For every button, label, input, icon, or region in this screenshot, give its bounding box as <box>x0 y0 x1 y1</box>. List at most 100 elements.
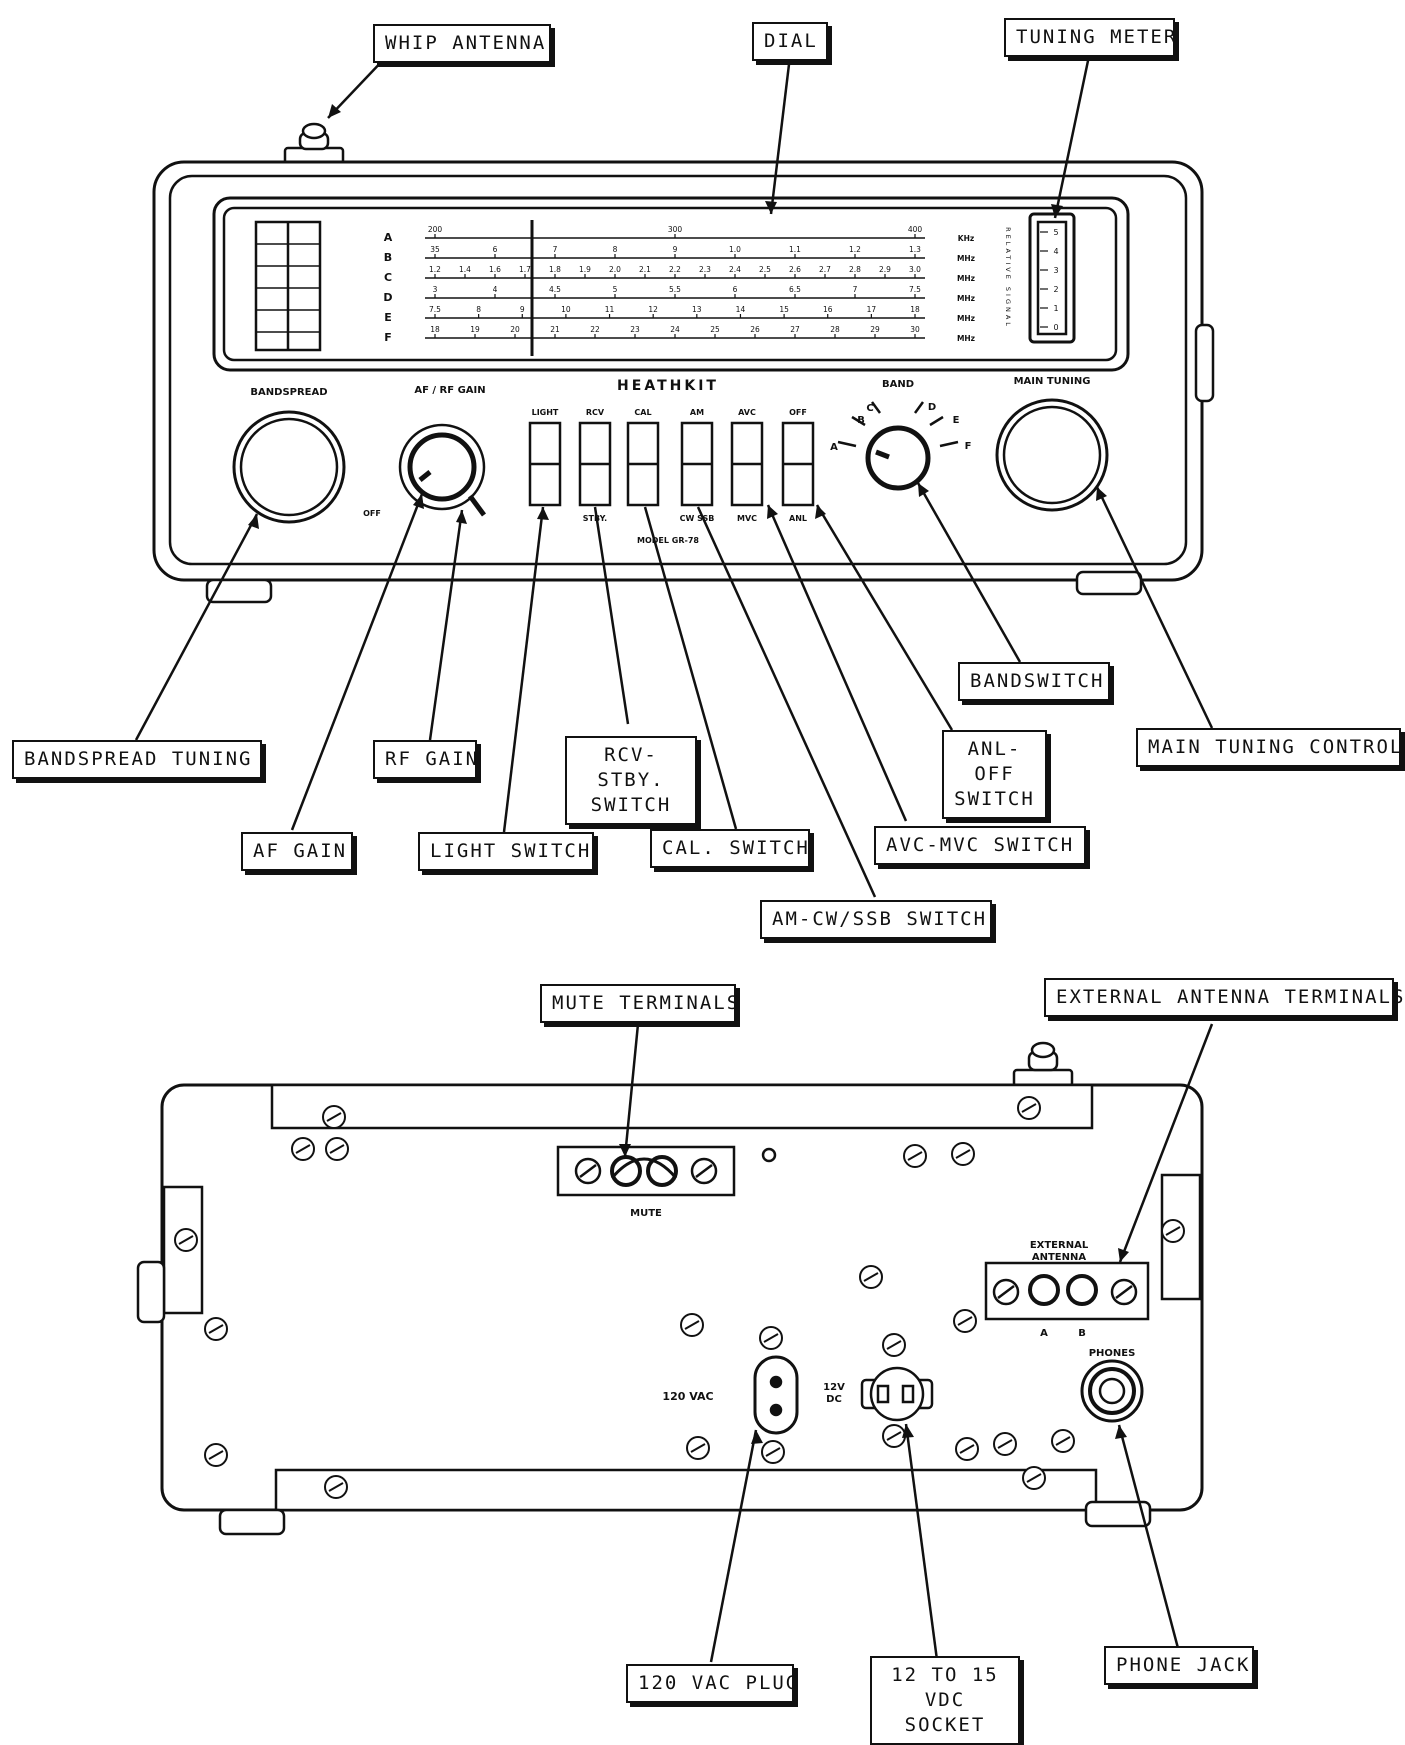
screw-slot <box>763 1333 779 1343</box>
screw-slot <box>886 1431 902 1441</box>
bandspread-knob <box>232 410 346 524</box>
front-arrowheads <box>248 104 1107 529</box>
dial-tick-label: 29 <box>870 325 880 334</box>
dial-tick-label: 15 <box>779 305 789 314</box>
mute-terminal-strip <box>556 1145 777 1197</box>
callout-bandspread-tuning: BANDSPREAD TUNING <box>12 740 262 779</box>
screw-slot <box>1165 1226 1181 1236</box>
dial-tick-label: 6 <box>493 245 498 254</box>
dial-tick-label: 8 <box>613 245 618 254</box>
dial-tick-label: 1.8 <box>549 265 561 274</box>
dial-band-letter: A <box>384 231 393 244</box>
dial-tick-label: 16 <box>823 305 833 314</box>
meter-tick-label: 1 <box>1053 304 1058 313</box>
dial-tick-label: 9 <box>673 245 678 254</box>
screw-slot <box>684 1320 700 1330</box>
meter-tick-label: 5 <box>1053 228 1058 237</box>
switch-label-am: AM <box>690 408 704 417</box>
callout-main-tuning-control: MAIN TUNING CONTROL <box>1136 728 1401 767</box>
band-letter-f: F <box>965 441 972 452</box>
meter-tick-label: 3 <box>1053 266 1058 275</box>
dial-tick-label: 6 <box>733 285 738 294</box>
vac-label: 120 VAC <box>662 1390 713 1403</box>
external-antenna-label-2: ANTENNA <box>1032 1252 1086 1263</box>
callout-phone-jack: PHONE JACK <box>1104 1646 1254 1685</box>
dial-band-letter: E <box>384 311 392 324</box>
dial-tick-label: 17 <box>867 305 877 314</box>
screw-slot <box>328 1482 344 1492</box>
screw-slot <box>1026 1473 1042 1483</box>
callout-rcv-stby-switch: RCV-STBY. SWITCH <box>565 736 697 825</box>
rcv-stby-line-2: SWITCH <box>590 794 672 816</box>
brand-label: HEATHKIT <box>617 378 719 394</box>
screw-slot <box>765 1447 781 1457</box>
dial-tick-label: 8 <box>476 305 481 314</box>
dial-tick-label: 1.9 <box>579 265 591 274</box>
dial-unit-label: MHz <box>957 334 975 343</box>
switch-label-stby: STBY. <box>583 514 607 523</box>
dial-tick-label: 26 <box>750 325 760 334</box>
dial-tick-label: 10 <box>561 305 571 314</box>
model-label: MODEL GR-78 <box>637 536 699 545</box>
dial-band-letter: D <box>383 291 392 304</box>
vac-plug <box>753 1355 799 1435</box>
screw-slot <box>208 1324 224 1334</box>
dial-tick-label: 27 <box>790 325 800 334</box>
dial-tick-label: 2.7 <box>819 265 831 274</box>
screw-slot <box>329 1144 345 1154</box>
switch-label-rcv: RCV <box>586 408 605 417</box>
band-knob <box>837 401 959 491</box>
dial-tick-label: 2.8 <box>849 265 861 274</box>
dial-tick-label: 2.6 <box>789 265 801 274</box>
callout-avc-mvc-switch: AVC-MVC SWITCH <box>874 826 1086 865</box>
callout-whip-antenna: WHIP ANTENNA <box>373 24 551 63</box>
dial-tick-label: 2.0 <box>609 265 621 274</box>
callout-rf-gain: RF GAIN <box>373 740 477 779</box>
vdc-socket-line-1: 12 TO 15 VDC <box>891 1664 999 1711</box>
dial-tick-label: 1.4 <box>459 265 471 274</box>
anl-off-line-1: ANL-OFF <box>967 738 1022 785</box>
dial-band-letter: B <box>384 251 392 264</box>
dial-tick-label: 3.0 <box>909 265 921 274</box>
whip-antenna <box>283 122 345 166</box>
external-antenna-label-1: EXTERNAL <box>1030 1240 1089 1251</box>
callout-dial: DIAL <box>752 22 828 61</box>
screw-slot <box>907 1151 923 1161</box>
screw-slot <box>178 1235 194 1245</box>
dial-unit-label: KHz <box>958 234 974 243</box>
dial-tick-label: 1.2 <box>429 265 441 274</box>
screw-slot <box>959 1444 975 1454</box>
dial-tick-label: 18 <box>910 305 920 314</box>
screw-slot <box>886 1340 902 1350</box>
dial-tick-label: 7 <box>853 285 858 294</box>
rear-view: MUTE EXTERNAL ANTENNA A B PHONES 120 VAC… <box>136 1023 1214 1663</box>
dial-tick-label: 30 <box>910 325 920 334</box>
screw-slot <box>863 1272 879 1282</box>
screw-slot <box>326 1112 342 1122</box>
band-letter-a: A <box>830 442 838 453</box>
dial-tick-label: 4 <box>493 285 498 294</box>
front-panel-text: HEATHKIT BANDSPREAD AF / RF GAIN BAND MA… <box>250 376 1090 545</box>
dial-tick-label: 300 <box>668 225 683 234</box>
switch-label-light: LIGHT <box>532 408 559 417</box>
switch-label-anl: ANL <box>789 514 807 523</box>
vdc-socket <box>860 1366 934 1422</box>
vdc-label-1: 12V <box>823 1382 845 1393</box>
dial-tick-label: 24 <box>670 325 680 334</box>
rear-panel-text: MUTE EXTERNAL ANTENNA A B PHONES 120 VAC… <box>630 1208 1135 1405</box>
screw-slot <box>1021 1103 1037 1113</box>
band-letter-c: C <box>866 403 873 414</box>
meter-tick-label: 0 <box>1053 323 1058 332</box>
callout-anl-off-switch: ANL-OFF SWITCH <box>942 730 1047 819</box>
dial-tick-label: 2.3 <box>699 265 711 274</box>
dial-tick-label: 25 <box>710 325 720 334</box>
callout-tuning-meter: TUNING METER <box>1004 18 1175 57</box>
callout-external-antenna-terminals: EXTERNAL ANTENNA TERMINALS <box>1044 978 1403 1017</box>
callout-vdc-socket: 12 TO 15 VDC SOCKET <box>870 1656 1020 1745</box>
dial-tick-label: 20 <box>510 325 520 334</box>
dial-tick-label: 9 <box>520 305 525 314</box>
screw-slot <box>1055 1436 1071 1446</box>
dial-unit-label: MHz <box>957 254 975 263</box>
meter-label: RELATIVE SIGNAL <box>1004 227 1012 329</box>
